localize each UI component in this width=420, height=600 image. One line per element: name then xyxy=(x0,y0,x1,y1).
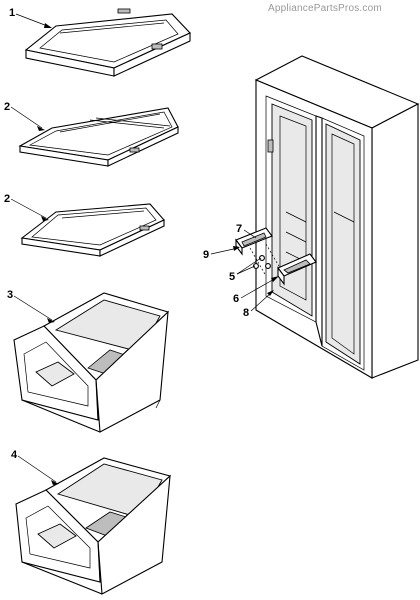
drawer-3 xyxy=(13,292,170,433)
shelf-2-upper xyxy=(18,107,179,167)
leader-3 xyxy=(13,295,53,321)
leader-1 xyxy=(15,13,51,28)
callout-2-upper: 2 xyxy=(4,101,10,113)
callout-8: 8 xyxy=(243,307,249,319)
leader-2-lower xyxy=(10,198,47,219)
leader-9 xyxy=(210,247,239,255)
refrigerator-cabinet xyxy=(254,55,420,379)
leader-8-arrow xyxy=(267,290,274,296)
callout-9: 9 xyxy=(203,249,209,261)
leader-5a xyxy=(236,265,256,275)
shelf-1 xyxy=(24,8,191,77)
leader-4-arrow xyxy=(51,480,59,485)
leader-8 xyxy=(250,291,273,312)
leader-7 xyxy=(243,229,257,239)
callout-2-lower: 2 xyxy=(4,193,10,205)
leader-2-upper-arrow xyxy=(37,126,45,131)
leader-2-lower-arrow xyxy=(41,216,49,221)
callout-6: 6 xyxy=(233,293,239,305)
leader-6 xyxy=(240,277,277,299)
leader-9-arrow xyxy=(233,246,240,251)
leader-1-arrow xyxy=(44,23,52,28)
callout-1: 1 xyxy=(9,7,15,19)
leader-6-arrow xyxy=(271,276,279,282)
leader-4 xyxy=(17,455,57,483)
callout-7: 7 xyxy=(236,223,242,235)
drawer-4 xyxy=(15,457,172,595)
leader-5b xyxy=(236,257,262,275)
callout-5: 5 xyxy=(229,271,235,283)
callout-4: 4 xyxy=(11,449,18,461)
shelf-2-lower xyxy=(20,203,165,257)
leader-3-arrow xyxy=(47,318,55,323)
leader-2-upper xyxy=(10,106,43,129)
watermark: AppliancePartsPros.com xyxy=(268,3,382,14)
callout-3: 3 xyxy=(7,289,13,301)
